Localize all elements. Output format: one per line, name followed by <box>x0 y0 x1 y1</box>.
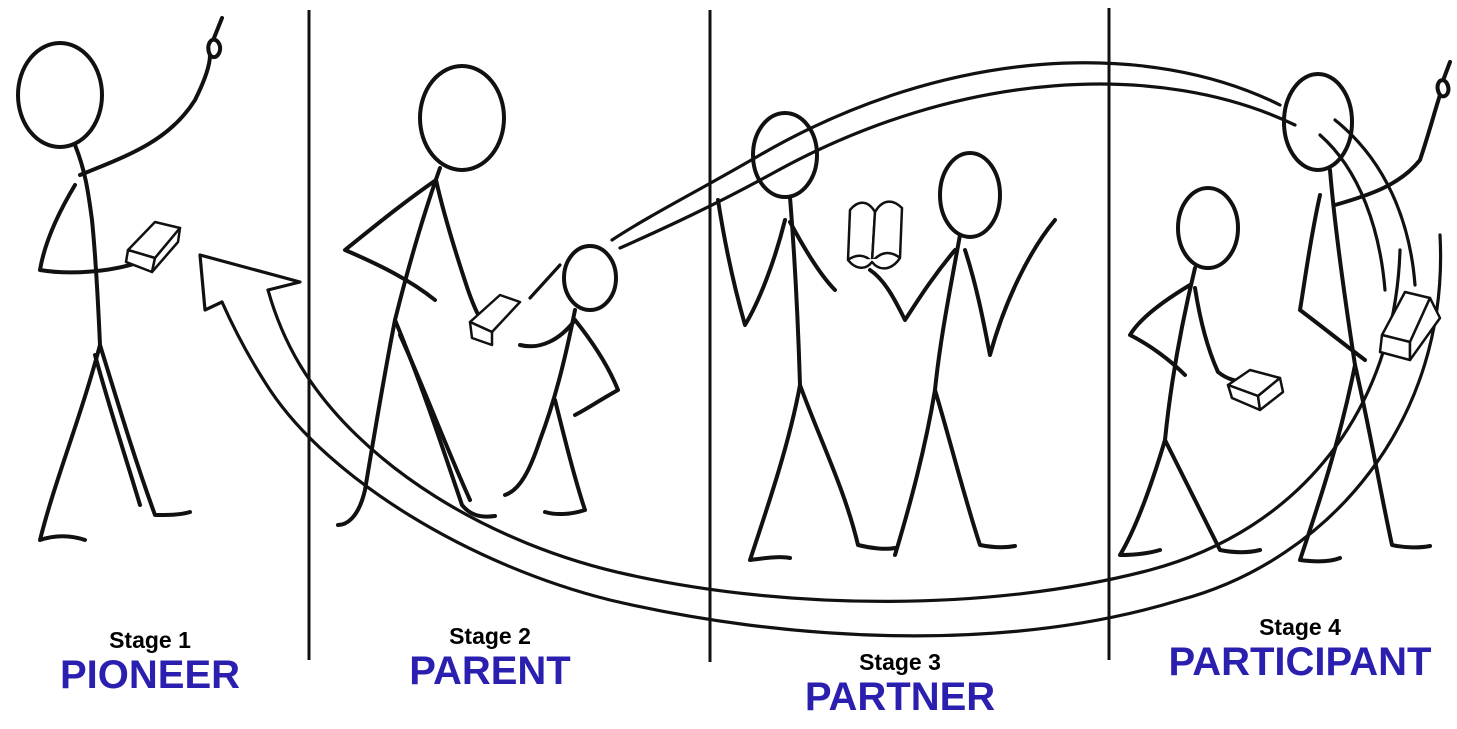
stage-label-4: Stage 4 PARTICIPANT <box>1150 614 1450 683</box>
book-icon <box>1380 292 1440 360</box>
stage-number: Stage 4 <box>1150 614 1450 641</box>
upper-arc <box>530 63 1415 298</box>
stage-number: Stage 2 <box>380 623 600 650</box>
stick-figure-child <box>505 246 618 514</box>
stage-name: PARENT <box>380 650 600 692</box>
stage-number: Stage 3 <box>770 649 1030 676</box>
stick-figure-pioneer <box>18 18 222 540</box>
stage-number: Stage 1 <box>30 627 270 654</box>
book-icon <box>1228 370 1283 410</box>
stick-figure-parent <box>338 66 504 525</box>
open-book-icon <box>848 202 902 269</box>
book-icon <box>126 222 180 272</box>
stage-name: PARTICIPANT <box>1150 641 1450 683</box>
stage-name: PIONEER <box>30 654 270 696</box>
stage-label-3: Stage 3 PARTNER <box>770 649 1030 718</box>
stage-name: PARTNER <box>770 676 1030 718</box>
stage-label-2: Stage 2 PARENT <box>380 623 600 692</box>
book-icon <box>470 295 520 345</box>
stick-figure-participant-left <box>1120 188 1260 555</box>
stage-label-1: Stage 1 PIONEER <box>30 627 270 696</box>
stick-figure-partner-left <box>718 113 895 560</box>
